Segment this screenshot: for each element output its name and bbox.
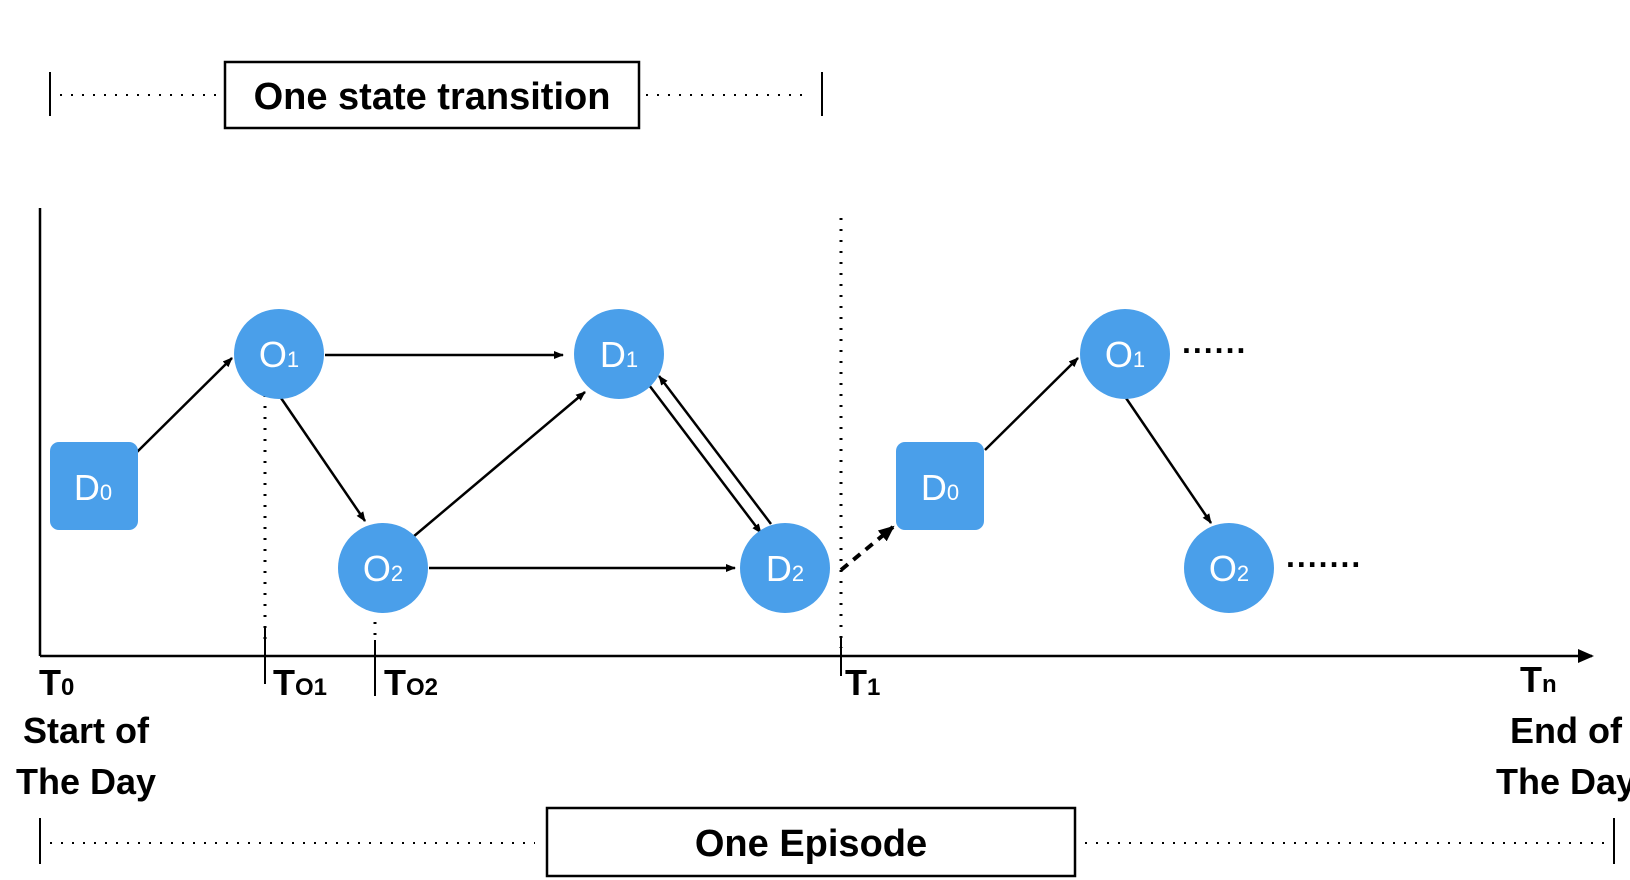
end-of-day-line1: End of [1510, 710, 1623, 751]
tick-label-to1: TO1 [273, 662, 327, 703]
start-of-day-line2: The Day [16, 761, 156, 802]
arrow-d0b-o1b [984, 357, 1079, 451]
arrow-o1-o2 [279, 397, 367, 522]
episode-bracket: One Episode [39, 806, 1615, 878]
arrow-d1-d2 [648, 384, 762, 534]
node-o1: O1 [234, 309, 324, 399]
state-transition-label: One state transition [254, 76, 611, 118]
end-of-day-line2: The Day [1496, 761, 1630, 802]
svg-text:O2: O2 [363, 548, 403, 589]
svg-text:O1: O1 [259, 334, 299, 375]
node-o2-next: O2 [1184, 523, 1274, 613]
tick-label-t0: T0 [39, 662, 74, 703]
node-o2: O2 [338, 523, 428, 613]
arrow-d2-d1 [658, 375, 772, 525]
svg-text:D0: D0 [921, 467, 959, 508]
node-d2: D2 [740, 523, 830, 613]
arrow-o2-d1 [412, 391, 586, 538]
state-transition-box [223, 60, 641, 130]
svg-text:O1: O1 [1105, 334, 1145, 375]
tick-label-to2: TO2 [384, 662, 438, 703]
node-d1: D1 [574, 309, 664, 399]
arrow-d0-o1 [136, 357, 233, 453]
state-transition-bracket: One state transition [49, 60, 823, 130]
start-of-day-line1: Start of [23, 710, 150, 751]
episode-box [545, 806, 1077, 878]
node-d0-next: D0 [896, 442, 984, 530]
svg-text:D0: D0 [74, 467, 112, 508]
o1-next-trailing-dots: ...... [1182, 324, 1247, 360]
svg-text:D2: D2 [766, 548, 804, 589]
node-o1-next: O1 [1080, 309, 1170, 399]
arrow-o1b-o2b [1124, 397, 1213, 524]
tick-label-tn: Tn [1520, 659, 1557, 700]
node-d0-start: D0 [50, 442, 138, 530]
episode-label: One Episode [695, 823, 927, 865]
arrow-d2-next-d0 [839, 525, 895, 572]
svg-text:D1: D1 [600, 334, 638, 375]
svg-text:O2: O2 [1209, 548, 1249, 589]
o2-next-trailing-dots: ....... [1286, 538, 1362, 574]
tick-label-t1: T1 [845, 662, 880, 703]
